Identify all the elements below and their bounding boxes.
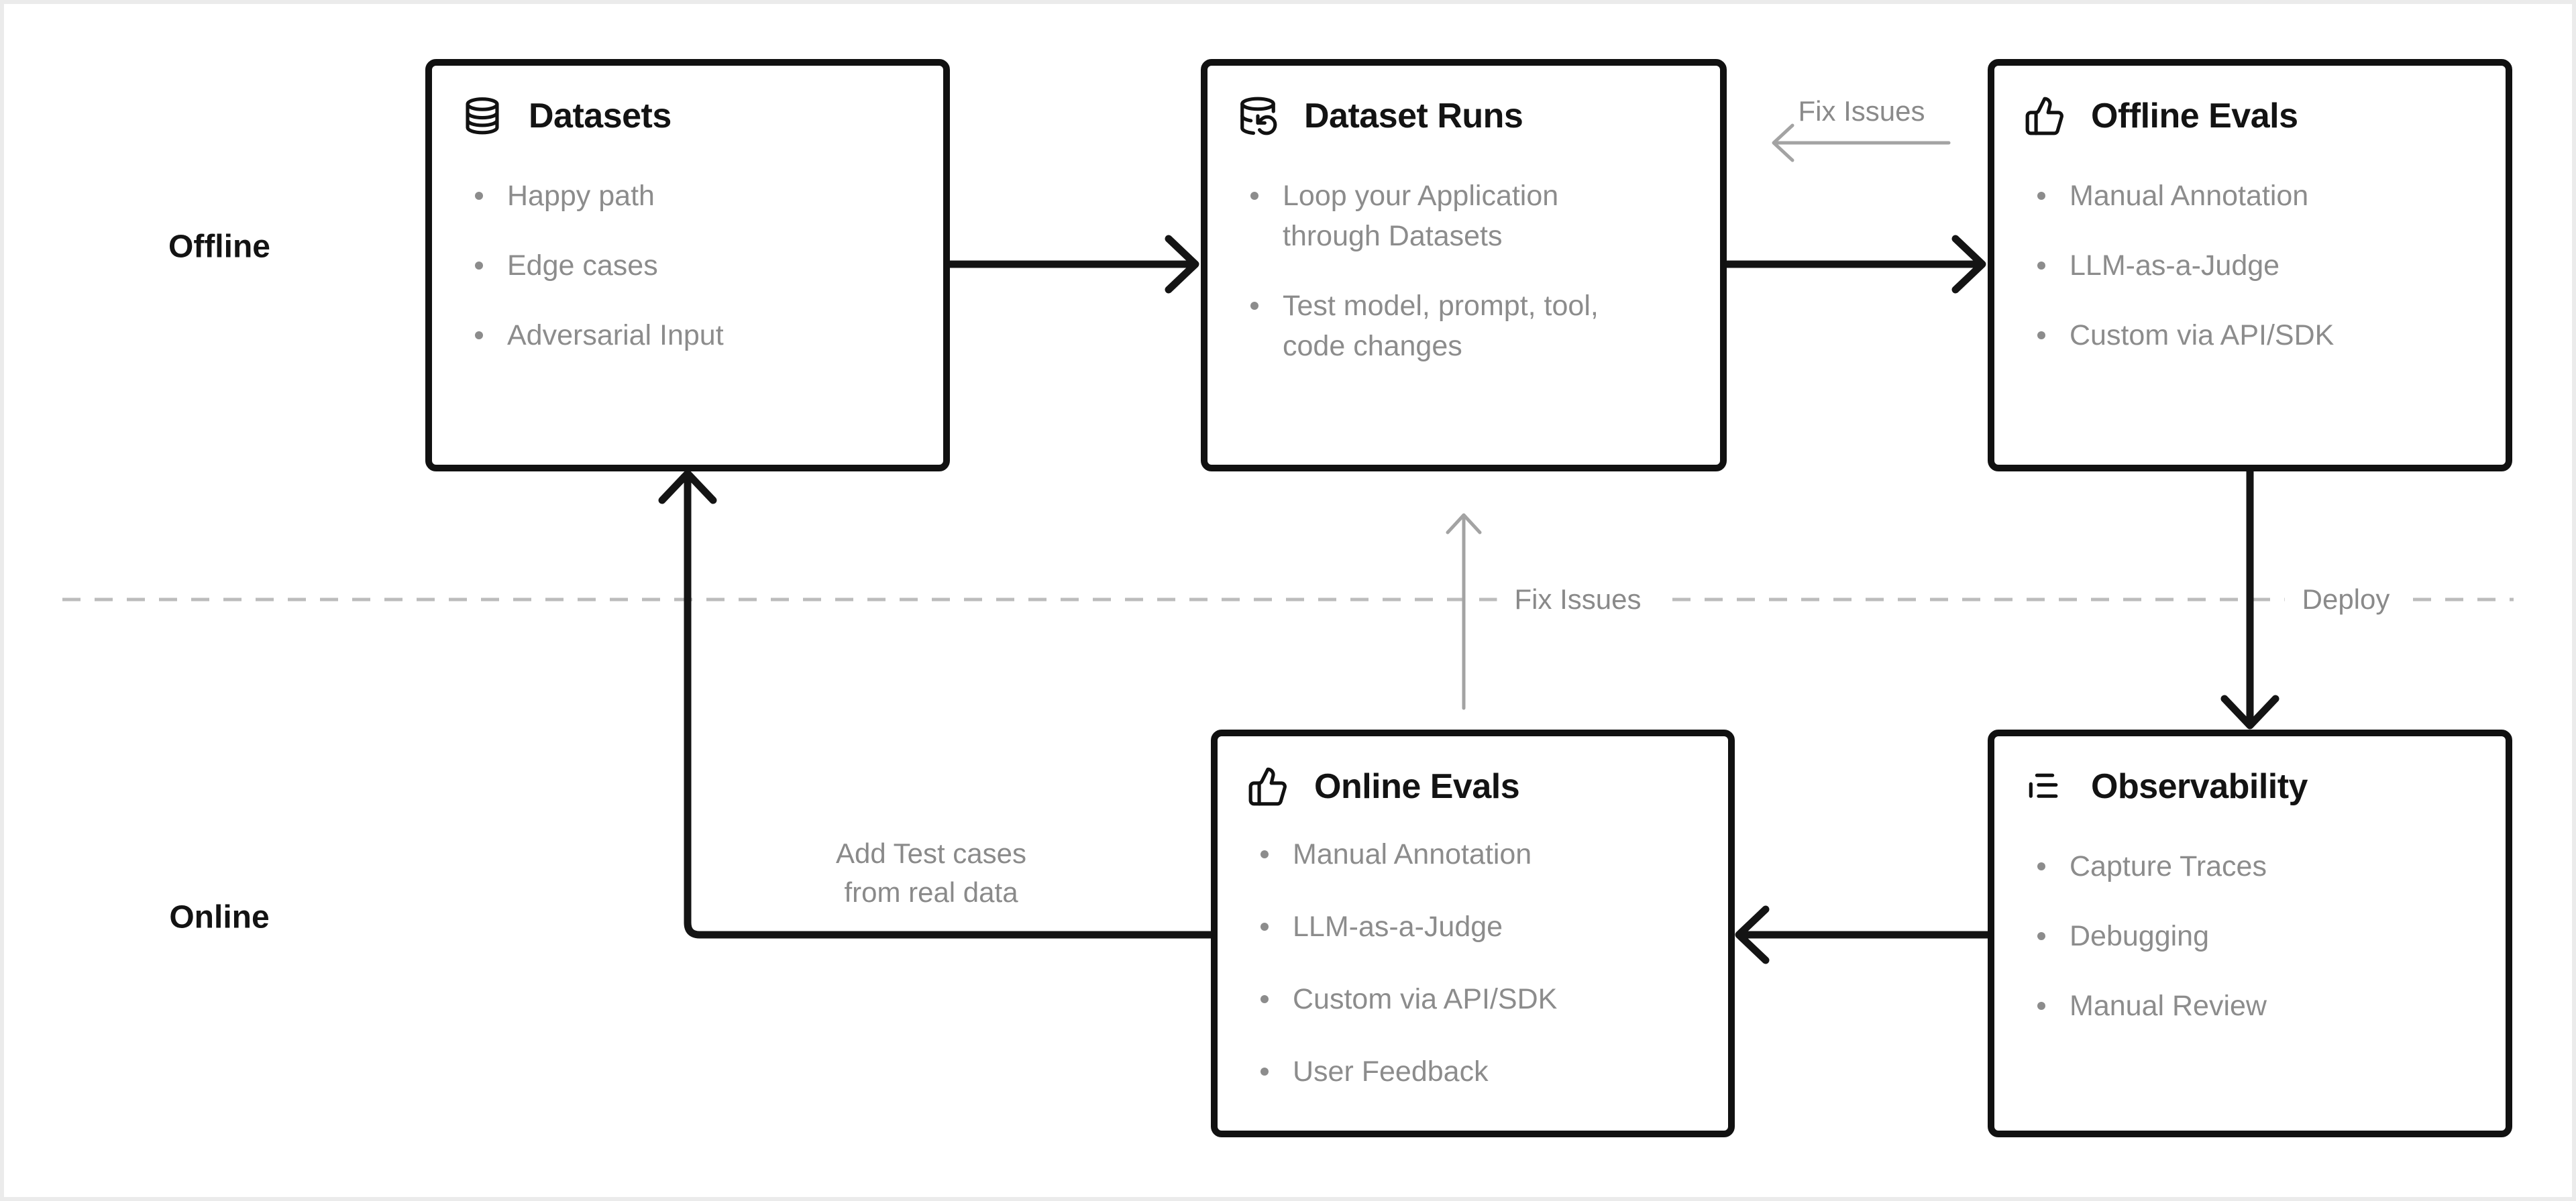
box-items: Capture Traces Debugging Manual Review	[2024, 846, 2479, 1026]
list-icon	[2029, 773, 2058, 798]
box-observability: Observability Capture Traces Debugging M…	[1988, 730, 2512, 1137]
fix-issues-top-arrow	[1772, 123, 1951, 162]
box-online-evals: Online Evals Manual Annotation LLM-as-a-…	[1211, 730, 1735, 1137]
list-item: Custom via API/SDK	[2024, 315, 2445, 355]
box-dataset-runs: Dataset Runs Loop your Application throu…	[1201, 59, 1727, 471]
thumbs-up-icon	[2025, 97, 2063, 135]
offline-section-label: Offline	[168, 229, 270, 265]
fix-issues-middle-arrow	[1446, 513, 1482, 710]
box-offline-evals: Offline Evals Manual Annotation LLM-as-a…	[1988, 59, 2512, 471]
arrow-observability-to-online-evals	[1735, 905, 1988, 964]
box-items: Manual Annotation LLM-as-a-Judge Custom …	[1247, 834, 1701, 1092]
box-items: Manual Annotation LLM-as-a-Judge Custom …	[2024, 176, 2479, 355]
list-item: LLM-as-a-Judge	[1247, 907, 1668, 947]
box-title: Online Evals	[1314, 767, 1520, 806]
fix-issues-top-label: Fix Issues	[1798, 95, 1925, 127]
add-test-cases-label: Add Test cases from real data	[835, 838, 1027, 908]
box-title: Datasets	[529, 97, 672, 135]
list-item: Capture Traces	[2024, 846, 2445, 887]
deploy-label: Deploy	[2284, 577, 2408, 622]
database-refresh-icon	[1240, 97, 1277, 135]
list-item: Debugging	[2024, 916, 2445, 956]
list-item: Edge cases	[462, 245, 883, 286]
list-item: Test model, prompt, tool, code changes	[1237, 286, 1658, 366]
list-item: Adversarial Input	[462, 315, 883, 355]
list-item: Custom via API/SDK	[1247, 979, 1668, 1019]
list-item: Loop your Application through Datasets	[1237, 176, 1658, 256]
box-items: Happy path Edge cases Adversarial Input	[462, 176, 916, 355]
list-item: Manual Annotation	[1247, 834, 1668, 874]
fix-issues-middle-label: Fix Issues	[1497, 577, 1659, 622]
box-title: Offline Evals	[2091, 97, 2298, 135]
box-items: Loop your Application through Datasets T…	[1237, 176, 1693, 366]
list-item: Manual Annotation	[2024, 176, 2445, 216]
arrow-offline-evals-to-observability	[2220, 471, 2279, 730]
list-item: LLM-as-a-Judge	[2024, 245, 2445, 286]
list-item: User Feedback	[1247, 1051, 1668, 1092]
thumbs-up-icon	[1248, 767, 1287, 806]
arrow-online-evals-to-datasets	[658, 469, 1211, 939]
online-section-label: Online	[169, 899, 270, 935]
list-item: Manual Review	[2024, 986, 2445, 1026]
arrow-datasets-to-dataset-runs	[950, 235, 1199, 294]
list-item: Happy path	[462, 176, 883, 216]
box-title: Observability	[2091, 767, 2308, 806]
database-icon	[466, 97, 499, 135]
box-title: Dataset Runs	[1304, 97, 1523, 135]
box-datasets: Datasets Happy path Edge cases Adversari…	[425, 59, 950, 471]
arrow-dataset-runs-to-offline-evals	[1727, 235, 1986, 294]
